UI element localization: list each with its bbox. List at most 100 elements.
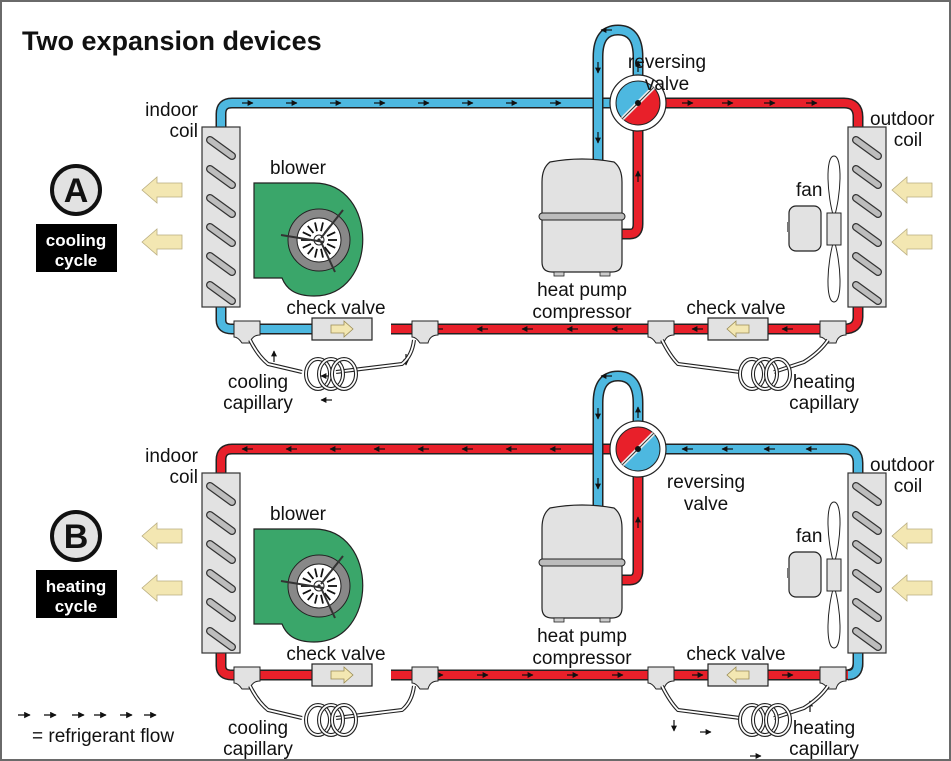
blower-label: blower bbox=[270, 158, 327, 179]
reversing-valve-chamber bbox=[615, 426, 655, 466]
capillary-coil-loop bbox=[318, 704, 344, 736]
blower bbox=[253, 528, 364, 643]
pipe-indoor-to-valve bbox=[215, 443, 614, 473]
check-valve-left-label: check valve bbox=[286, 298, 385, 319]
cooling-capillary-label: capillary bbox=[223, 739, 293, 759]
coil-fin-icon bbox=[207, 166, 235, 188]
coil-fin-icon bbox=[853, 253, 881, 275]
section-b-heating-cycle: Bheatingcycleindoorcoilblowerreversingva… bbox=[36, 370, 935, 759]
pipe-suction-loop-fill bbox=[594, 372, 642, 508]
section-a-cooling-cycle: Acoolingcycleindoorcoilblowerreversingva… bbox=[36, 24, 935, 414]
capillary-coil-loop bbox=[765, 358, 791, 390]
tee-fitting-mid bbox=[411, 320, 439, 344]
coil-fin-icon bbox=[853, 166, 881, 188]
blower-blade bbox=[320, 594, 324, 604]
pipe-liquid-left bbox=[215, 653, 332, 681]
coil-fin-icon bbox=[207, 570, 235, 592]
check-valve-right bbox=[707, 663, 769, 687]
heating-capillary-label: heating bbox=[793, 372, 855, 393]
blower-blade bbox=[314, 248, 318, 258]
pipe-valve-to-outdoor bbox=[662, 97, 864, 127]
pipe-valve-to-outdoor bbox=[662, 443, 864, 473]
coil-fin-icon bbox=[853, 483, 881, 505]
tee-fitting-far-right bbox=[819, 666, 847, 690]
legend: = refrigerant flow bbox=[18, 711, 174, 747]
indoor-coil bbox=[201, 126, 241, 308]
pipe-outdoor-exit-fill bbox=[847, 653, 862, 679]
cooling-capillary bbox=[248, 685, 416, 737]
blower-blade bbox=[302, 243, 312, 249]
cycle-letter-badge bbox=[50, 164, 102, 216]
coil-fin-icon bbox=[853, 512, 881, 534]
cooling-capillary-tube bbox=[249, 685, 415, 719]
tee-fitting-left bbox=[233, 666, 261, 690]
heat-pump-compressor bbox=[538, 158, 626, 277]
blower-strut bbox=[280, 234, 325, 243]
pipe-indoor-to-valve bbox=[215, 97, 614, 127]
reversing-valve-chamber bbox=[621, 432, 661, 472]
fan-blade bbox=[827, 155, 841, 220]
blower-blade bbox=[302, 231, 312, 237]
outdoor-coil-label: outdoor bbox=[870, 455, 935, 476]
heating-capillary-tube bbox=[661, 339, 829, 373]
indoor-airflow-arrow-icon bbox=[141, 176, 183, 204]
coil-fin-icon bbox=[207, 541, 235, 563]
outdoor-fan bbox=[787, 501, 842, 649]
indoor-airflow-arrow-icon bbox=[141, 522, 183, 550]
blower-blade bbox=[302, 577, 312, 583]
pipe-liquid-left bbox=[215, 307, 332, 335]
reversing-valve-label: reversing bbox=[628, 52, 706, 73]
reversing-valve-label: valve bbox=[645, 74, 689, 95]
pipe-indoor-to-valve-fill bbox=[217, 99, 614, 127]
coil-fin-icon bbox=[207, 137, 235, 159]
compressor-label: compressor bbox=[532, 648, 632, 669]
coil-fin-icon bbox=[853, 628, 881, 650]
blower-blade bbox=[314, 568, 318, 578]
compressor-foot bbox=[553, 617, 565, 623]
reversing-valve-label: valve bbox=[684, 494, 728, 515]
check-valve-direction-icon bbox=[726, 320, 750, 338]
compressor-label: compressor bbox=[532, 302, 632, 323]
pipe-valve-to-outdoor-fill bbox=[662, 445, 862, 473]
check-valve-left-label: check valve bbox=[286, 644, 385, 665]
blower-blade bbox=[326, 589, 336, 595]
capillary-coil-loop bbox=[752, 704, 778, 736]
check-valve-direction-icon bbox=[330, 320, 354, 338]
blower-blade bbox=[323, 246, 331, 255]
cooling-capillary-label: cooling bbox=[228, 372, 288, 393]
fan-hub bbox=[826, 212, 842, 246]
coil-fin-icon bbox=[207, 512, 235, 534]
outdoor-coil-label: outdoor bbox=[870, 109, 935, 130]
blower-strut bbox=[320, 555, 344, 585]
indoor-coil bbox=[201, 472, 241, 654]
check-valve-direction-icon bbox=[726, 666, 750, 684]
outdoor-airflow-arrow-icon bbox=[891, 574, 933, 602]
capillary-coil-loop bbox=[318, 358, 344, 390]
fan-motor-tab bbox=[787, 222, 790, 232]
tee-fitting-mid bbox=[411, 666, 439, 690]
check-valve-right bbox=[707, 317, 769, 341]
capillary-coil-loop bbox=[331, 358, 357, 390]
compressor-foot bbox=[599, 617, 611, 623]
heat-pump-compressor bbox=[538, 504, 626, 623]
coil-fin-icon bbox=[853, 282, 881, 304]
pipe-liquid-left-fill bbox=[217, 653, 332, 679]
outdoor-coil-label: coil bbox=[894, 476, 923, 497]
reversing-valve-chamber bbox=[615, 80, 655, 120]
blower-blade bbox=[314, 222, 318, 232]
pipe-suction-loop bbox=[592, 370, 644, 508]
blower-blade bbox=[326, 577, 336, 583]
cooling-capillary-label: capillary bbox=[223, 393, 293, 414]
blower-blade bbox=[326, 243, 336, 249]
compressor-label: heat pump bbox=[537, 626, 627, 647]
coil-fin-icon bbox=[207, 282, 235, 304]
reversing-valve-pivot bbox=[635, 446, 641, 452]
indoor-coil-label: coil bbox=[169, 467, 198, 488]
blower-strut bbox=[320, 241, 336, 273]
fan-blade bbox=[827, 238, 841, 303]
compressor-band bbox=[538, 212, 626, 221]
diagram-title: Two expansion devices bbox=[22, 26, 322, 56]
indoor-coil-label: coil bbox=[169, 121, 198, 142]
fan-motor bbox=[788, 551, 822, 598]
heating-capillary-label: heating bbox=[793, 718, 855, 739]
